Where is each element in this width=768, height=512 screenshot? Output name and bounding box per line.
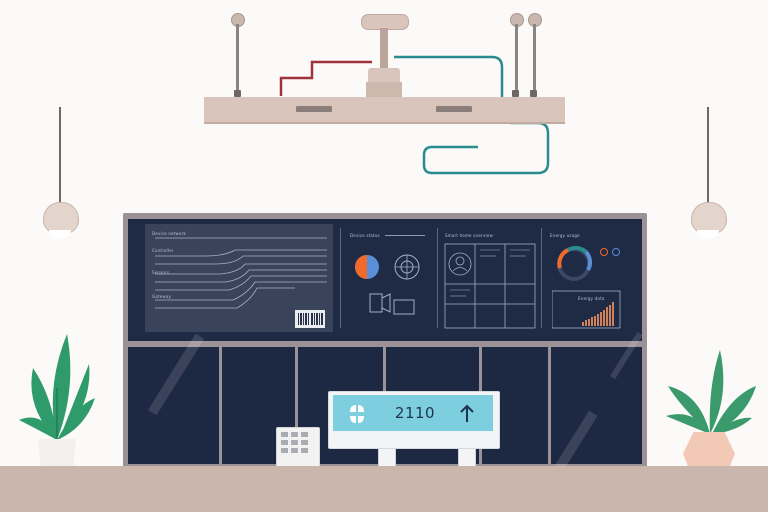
lamp-glow <box>49 230 71 238</box>
card-separator <box>340 228 341 328</box>
network-lines <box>155 237 327 328</box>
four-leaf-icon <box>350 405 364 423</box>
card-line: Device network <box>152 231 186 236</box>
card-separator <box>541 228 542 328</box>
key[interactable] <box>281 448 288 453</box>
ceiling-hub-base <box>368 68 400 84</box>
ceiling-hub-foot <box>366 82 402 98</box>
key[interactable] <box>301 440 308 445</box>
lamp-cord <box>59 107 61 203</box>
card-title: Smart home overview <box>445 233 493 238</box>
panel-divider <box>219 347 222 464</box>
arrow-up-icon[interactable] <box>456 402 478 426</box>
energy-gauge <box>552 245 621 329</box>
card-line: Controller <box>152 248 174 253</box>
lamp-glow <box>697 230 719 238</box>
panel-divider <box>548 347 551 464</box>
ceiling-shelf <box>204 97 565 124</box>
rod <box>533 24 536 97</box>
overview-grid <box>444 243 536 329</box>
rod-cap <box>234 90 241 97</box>
card-title: Energy usage <box>550 233 580 238</box>
rod <box>515 24 518 97</box>
panel-divider <box>295 347 298 464</box>
floor <box>0 466 768 512</box>
shelf-slot <box>296 106 332 112</box>
plant-right <box>666 350 756 434</box>
card-title: Device status <box>350 233 380 238</box>
plant-left <box>19 334 95 440</box>
display-value: 2110 <box>394 404 436 422</box>
ceiling-hub-stem <box>380 28 388 68</box>
card-box-label: Energy data <box>578 296 605 301</box>
key[interactable] <box>281 440 288 445</box>
lamp-cord <box>707 107 709 203</box>
rod-cap <box>530 90 537 97</box>
rod-cap <box>512 90 519 97</box>
shelf-slot <box>436 106 472 112</box>
status-icons <box>355 254 420 315</box>
key[interactable] <box>291 432 298 437</box>
key[interactable] <box>301 448 308 453</box>
key[interactable] <box>281 432 288 437</box>
card-separator <box>437 228 438 328</box>
card-line: Gateway <box>152 294 172 299</box>
key[interactable] <box>291 440 298 445</box>
title-underline <box>385 235 425 236</box>
rod <box>236 24 239 97</box>
card-line: Sensors <box>152 270 170 275</box>
pendant-lamp-left <box>43 202 79 234</box>
pendant-lamp-right <box>691 202 727 234</box>
key[interactable] <box>301 432 308 437</box>
key[interactable] <box>291 448 298 453</box>
